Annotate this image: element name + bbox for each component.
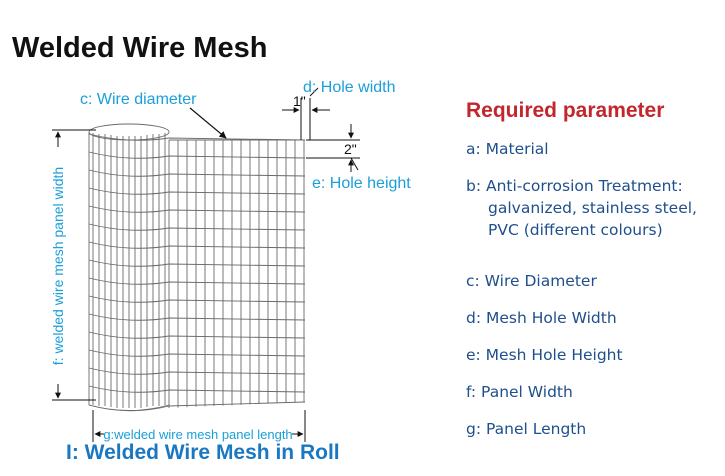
hole-width-dimension: [282, 87, 330, 140]
parameter-item: f: Panel Width: [466, 381, 697, 418]
hole-height-label: e: Hole height: [312, 175, 411, 192]
panel-length-label: g:welded wire mesh panel length: [103, 427, 292, 442]
parameter-text: g: Panel Length: [466, 420, 587, 438]
panel-width-dimension: [52, 129, 96, 401]
parameter-item: b: Anti-corrosion Treatment: galvanized, …: [466, 175, 697, 270]
parameters-list: a: Material b: Anti-corrosion Treatment: g…: [466, 138, 697, 455]
parameter-text: d: Mesh Hole Width: [466, 309, 617, 327]
parameter-item: e: Mesh Hole Height: [466, 344, 697, 381]
parameter-text: e: Mesh Hole Height: [466, 346, 623, 364]
hole-height-dimension: [306, 124, 360, 172]
wire-diameter-leader: [189, 107, 227, 139]
parameter-item: c: Wire Diameter: [466, 270, 697, 307]
parameter-text: f: Panel Width: [466, 383, 573, 401]
hole-width-label: d: Hole width: [303, 79, 396, 96]
panel-length-dimension: [92, 410, 306, 442]
parameter-text: a: Material: [466, 140, 549, 158]
hole-height-value: 2": [344, 141, 357, 157]
parameter-text: b: Anti-corrosion Treatment:: [466, 177, 683, 195]
panel-width-label: f: welded wire mesh panel width: [50, 167, 66, 365]
parameter-item: g: Panel Length: [466, 418, 697, 455]
diagram-caption: I: Welded Wire Mesh in Roll: [66, 441, 340, 464]
wire-mesh-roll: [88, 123, 306, 412]
wire-diameter-label: c: Wire diameter: [80, 91, 197, 108]
parameter-item: a: Material: [466, 138, 697, 175]
parameter-text: c: Wire Diameter: [466, 272, 597, 290]
parameter-subtext: PVC (different colours): [488, 221, 663, 239]
hole-width-value: 1": [293, 93, 306, 109]
page-title: Welded Wire Mesh: [12, 32, 268, 64]
parameters-heading: Required parameter: [466, 99, 665, 122]
parameter-subtext: galvanized, stainless steel,: [488, 199, 697, 217]
parameter-item: d: Mesh Hole Width: [466, 307, 697, 344]
